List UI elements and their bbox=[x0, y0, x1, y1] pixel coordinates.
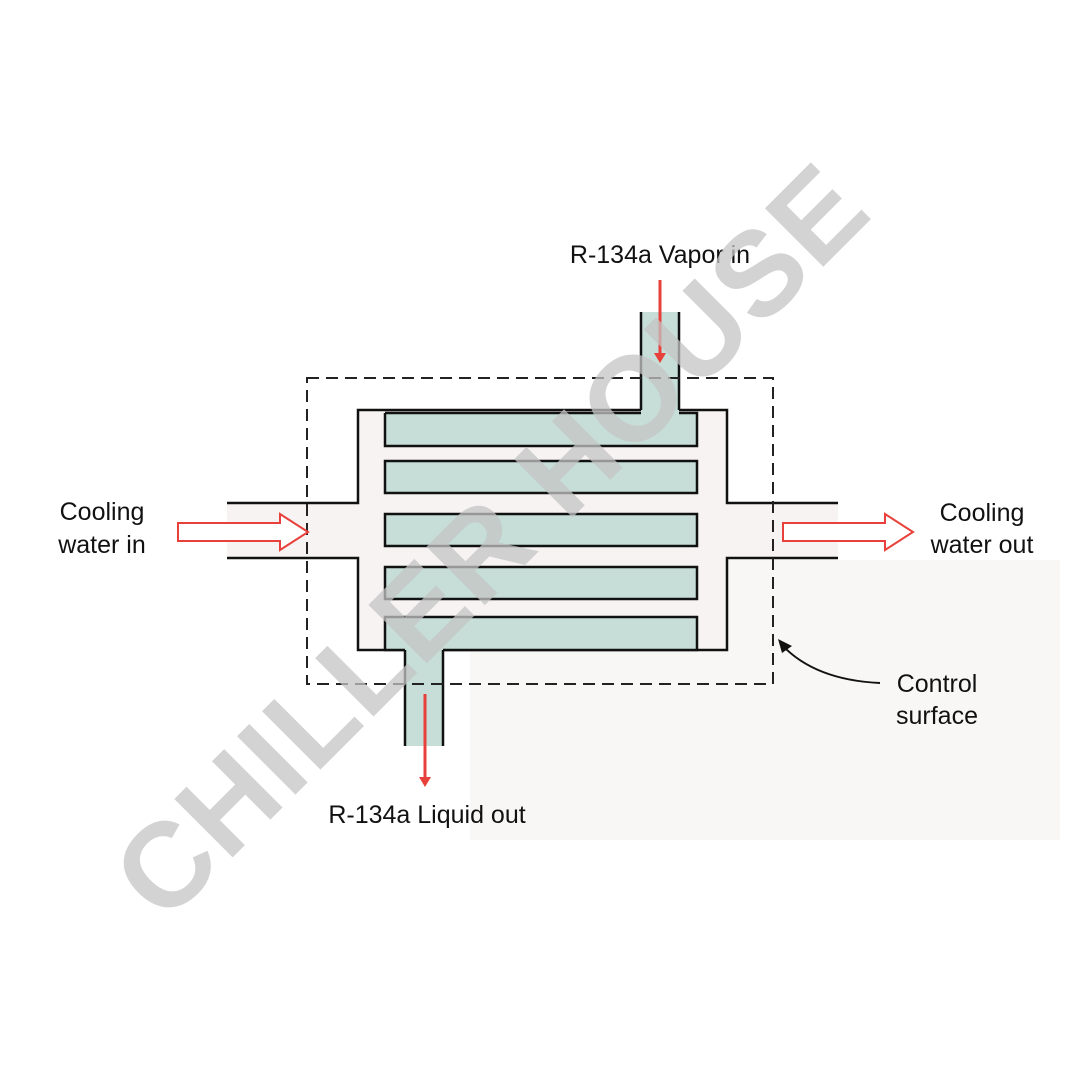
bottom-refrigerant-header bbox=[385, 617, 697, 652]
control-surface-pointer-icon bbox=[778, 639, 792, 653]
cooling-water-in-label-line2: water in bbox=[57, 531, 146, 559]
liquid-out-label: R-134a Liquid out bbox=[328, 801, 525, 829]
refrigerant-tube-3 bbox=[383, 512, 699, 548]
cooling-water-out-arrow bbox=[782, 512, 915, 552]
top-refrigerant-header bbox=[385, 410, 697, 446]
control-surface-label-line2: surface bbox=[896, 702, 978, 730]
control-surface-leader bbox=[781, 644, 881, 684]
control-surface-label-line1: Control bbox=[897, 670, 978, 698]
refrigerant-tube-4 bbox=[383, 565, 699, 601]
cooling-water-out-label-line2: water out bbox=[930, 531, 1034, 559]
vapor-in-label: R-134a Vapor in bbox=[570, 241, 750, 269]
cooling-water-out-label-line1: Cooling bbox=[940, 499, 1025, 527]
refrigerant-tube-2 bbox=[383, 459, 699, 495]
cooling-water-in-arrow bbox=[177, 512, 310, 552]
cooling-water-in-label-line1: Cooling bbox=[60, 498, 145, 526]
